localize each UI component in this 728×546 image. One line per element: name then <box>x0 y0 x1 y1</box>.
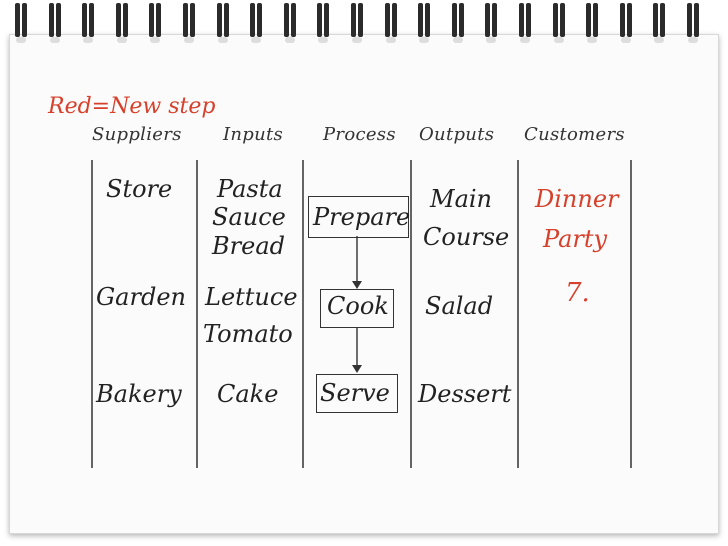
process-prepare: Prepare <box>313 205 410 229</box>
input-lettuce: Lettuce <box>205 285 298 309</box>
input-bread: Bread <box>212 234 285 258</box>
output-course: Course <box>423 225 509 249</box>
process-serve: Serve <box>320 381 390 405</box>
input-pasta: Pasta <box>217 177 283 201</box>
supplier-store: Store <box>106 177 172 201</box>
customer-dinner: Dinner <box>535 187 619 211</box>
process-cook: Cook <box>327 294 389 318</box>
input-tomato: Tomato <box>203 322 293 346</box>
output-salad: Salad <box>425 294 493 318</box>
arrowhead <box>352 281 362 289</box>
arrowhead <box>352 365 362 373</box>
input-sauce: Sauce <box>212 205 286 229</box>
customer-party: Party <box>543 227 607 251</box>
step-number: 7. <box>565 280 590 306</box>
supplier-bakery: Bakery <box>96 382 182 406</box>
output-main: Main <box>430 187 492 211</box>
input-cake: Cake <box>217 382 278 406</box>
supplier-garden: Garden <box>96 285 186 309</box>
output-dessert: Dessert <box>418 382 511 406</box>
